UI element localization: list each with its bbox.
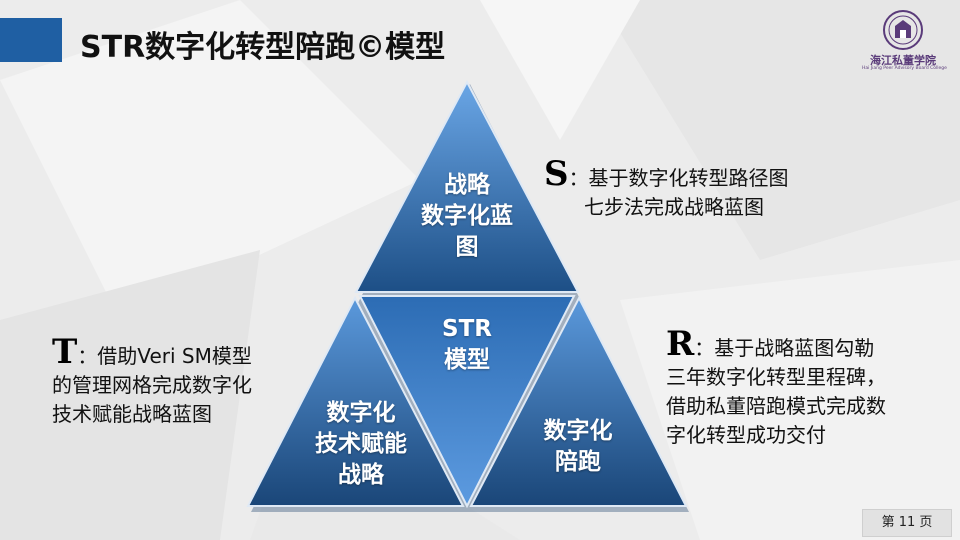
- top-label: 战略 数字化蓝 图: [421, 172, 513, 260]
- s-letter: S: [544, 154, 569, 194]
- pyramid-left-triangle: [246, 295, 465, 507]
- pyramid-right-triangle: [469, 295, 688, 507]
- college-seal-icon: [883, 10, 923, 50]
- college-logo: 海江私董学院 Hai Jiang Peer Advisory Board Col…: [862, 8, 947, 74]
- s-description: S：基于数字化转型路径图 七步法完成战略蓝图: [544, 154, 789, 219]
- page-number: 第 11 页: [862, 509, 952, 537]
- title-accent-bar: [0, 18, 62, 62]
- right-label: 数字化 陪跑: [543, 418, 613, 475]
- t-description: T：借助Veri SM模型 的管理网格完成数字化 技术赋能战略蓝图: [52, 332, 252, 426]
- logo-name: 海江私董学院: [870, 54, 936, 67]
- center-label: STR 模型: [442, 316, 492, 373]
- r-letter: R: [666, 324, 695, 364]
- left-label: 数字化 技术赋能 战略: [315, 400, 407, 488]
- slide-title: STR数字化转型陪跑©模型: [80, 30, 446, 65]
- pyramid-top-triangle: [354, 79, 580, 293]
- logo-subtitle: Hai Jiang Peer Advisory Board College: [862, 66, 947, 71]
- t-letter: T: [52, 332, 78, 372]
- r-description: R：基于战略蓝图勾勒 三年数字化转型里程碑， 借助私董陪跑模式完成数 字化转型成…: [666, 324, 886, 447]
- pyramid-center-triangle: [358, 295, 576, 509]
